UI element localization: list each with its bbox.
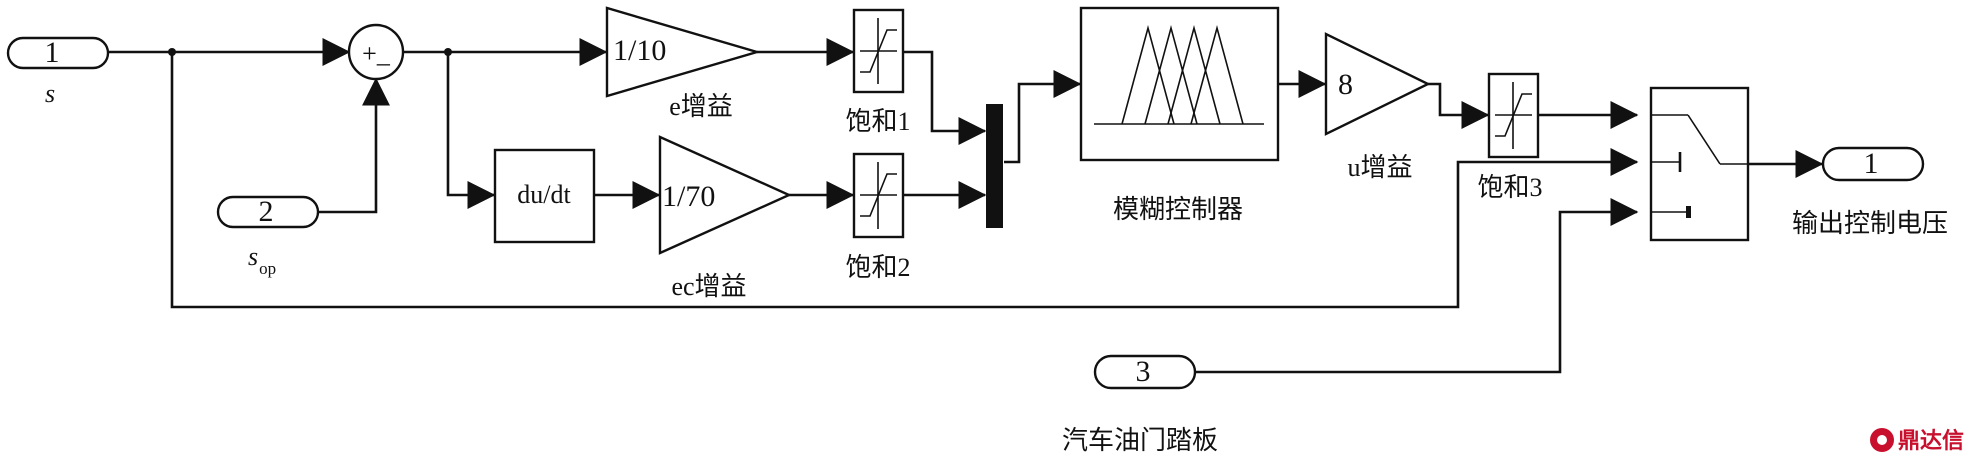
ec-gain-block[interactable]: 1/70 [658,135,792,255]
inport-1-number: 1 [45,36,60,69]
inport-1[interactable]: 1 [6,36,110,70]
wire-in3-to-switch [1195,198,1639,374]
inport-2-label: sop [248,242,276,278]
watermark-text: 鼎达信 [1898,428,1964,453]
u-gain-label: u增益 [1347,153,1412,182]
saturation-2-block[interactable] [852,152,905,239]
e-gain-block[interactable]: 1/10 [605,6,762,98]
saturation-2-label: 饱和2 [845,253,910,282]
inport-2-number: 2 [259,195,274,228]
watermark: 鼎达信 [1870,428,1964,453]
sum-block[interactable]: +_ [347,23,405,81]
saturation-1-label: 饱和1 [845,107,910,136]
wire-u-gain-to-sat3 [1428,82,1490,129]
junction-dot [168,48,176,56]
saturation-1-block[interactable] [852,8,905,94]
fuzzy-controller-label: 模糊控制器 [1113,195,1243,224]
wire-in1-to-switch [170,52,1639,309]
fuzzy-controller-block[interactable] [1079,6,1280,162]
wire-sum-to-derivative [446,52,496,209]
signal-wires [108,38,1824,374]
mux-block[interactable] [986,104,1003,228]
u-gain-block[interactable]: 8 [1324,32,1431,136]
e-gain-label: e增益 [669,92,733,121]
ec-gain-label: ec增益 [671,272,746,301]
outport-1[interactable]: 1 [1821,146,1925,182]
inport-3-number: 3 [1136,355,1151,388]
sum-signs: +_ [362,39,391,68]
saturation-3-label: 饱和3 [1477,173,1542,202]
derivative-block[interactable]: du/dt [493,148,596,244]
inport-2[interactable]: 2 [216,195,320,229]
outport-1-number: 1 [1864,147,1879,180]
derivative-label: du/dt [517,180,571,209]
wire-sat1-to-mux [903,50,987,145]
inport-3[interactable]: 3 [1093,354,1197,390]
wire-mux-to-fuzzy [1004,70,1082,164]
e-gain-value: 1/10 [613,34,666,67]
inport-3-label: 汽车油门踏板 [1062,426,1218,455]
outport-1-label: 输出控制电压 [1792,209,1948,238]
u-gain-value: 8 [1338,68,1353,101]
inport-1-label: s [45,79,55,108]
junction-dot [444,48,452,56]
ec-gain-value: 1/70 [662,180,715,213]
wire-in2-to-sum [318,77,390,214]
switch-block[interactable] [1649,86,1750,242]
saturation-3-block[interactable] [1487,72,1540,159]
